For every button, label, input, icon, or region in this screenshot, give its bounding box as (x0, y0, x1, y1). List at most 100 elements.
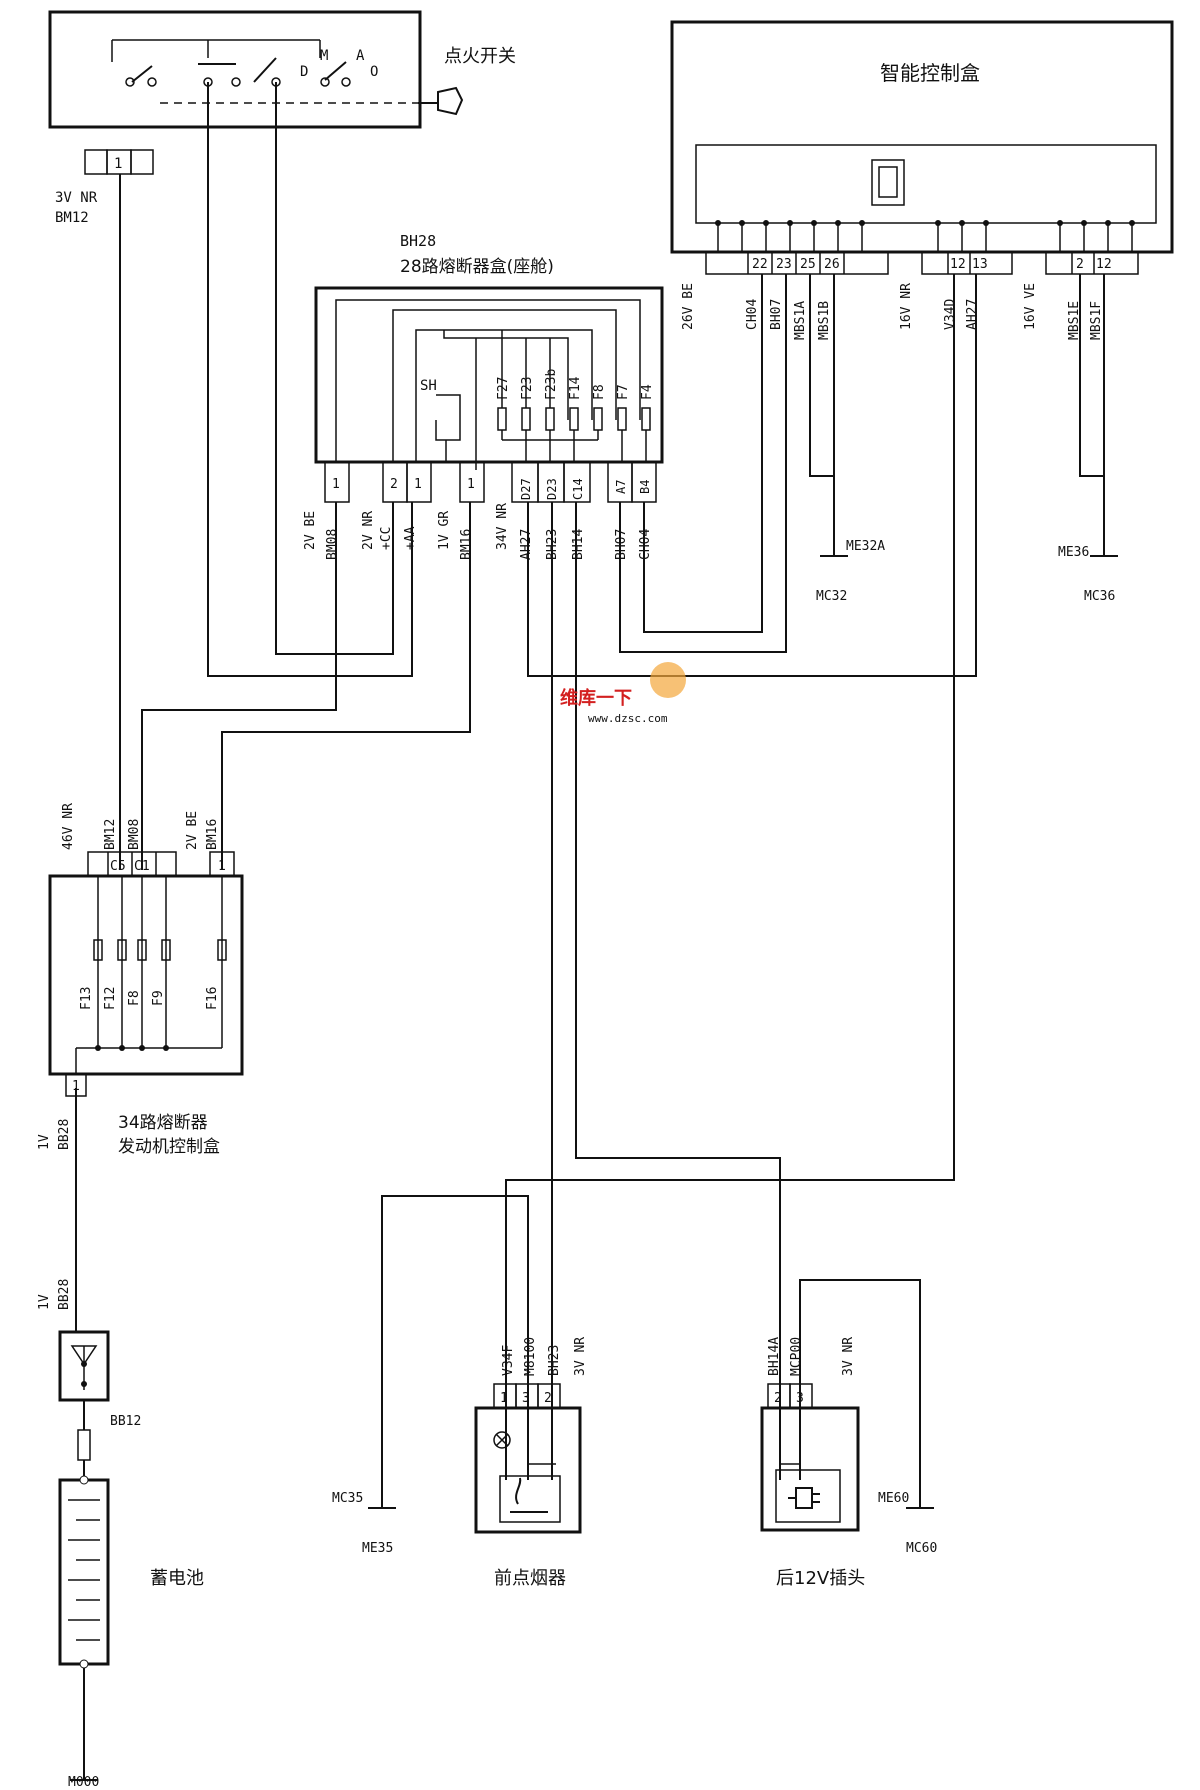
battery-fuse-label: BB12 (110, 1414, 141, 1429)
engine-fuse-f13: F13 (79, 987, 94, 1010)
socket-wire-bh14a: BH14A (767, 1337, 782, 1376)
bh28-wire-bm16: BM16 (459, 529, 474, 560)
grounds: ME32A MC32 ME36 MC36 MC35 ME35 ME60 MC60… (68, 539, 1118, 1790)
battery-label: 蓄电池 (150, 1568, 204, 1589)
smart-conn2-pin-2: 13 (972, 257, 988, 272)
bh28-pin-3: 1 (414, 477, 422, 492)
battery-wire-color: 1V (37, 1294, 52, 1310)
smart-conn1-pin-3: 25 (800, 257, 816, 272)
engine-fuse-f12: F12 (103, 987, 118, 1010)
ground-mc35-label: MC35 (332, 1491, 363, 1506)
bh28-color-2vnr: 2V NR (361, 511, 376, 550)
ground-m000-label: M000 (68, 1775, 99, 1790)
smart-control-box: 智能控制盒 22 23 25 26 12 13 2 12 26V BE CH04… (670, 20, 1174, 340)
bh28-fuse-label-f23: F23 (520, 377, 535, 400)
bh28-pin-c14: C14 (571, 478, 585, 500)
smart-conn1-pin-1: 22 (752, 257, 768, 272)
smart-conn1-pin-2: 23 (776, 257, 792, 272)
bh28-fuse-f7 (617, 407, 627, 462)
smart-conn1-pin-4: 26 (824, 257, 840, 272)
bh28-fuse-label-f7: F7 (616, 384, 631, 400)
bh28-id: BH28 (400, 232, 436, 250)
smart-box-title: 智能控制盒 (880, 61, 980, 85)
bh28-pin-a7: A7 (614, 480, 628, 494)
bh28-fuse-label-f27: F27 (496, 377, 511, 400)
bh28-pin-d23: D23 (545, 478, 559, 500)
bh28-pin-d27: D27 (519, 478, 533, 500)
engine-out-pin: 1 (72, 1079, 80, 1094)
ground-me35-label: ME35 (362, 1541, 393, 1556)
bh28-color-2vbe: 2V BE (303, 511, 318, 550)
ignition-label: 点火开关 (444, 46, 516, 67)
lighter-pin-1: 1 (500, 1391, 508, 1406)
lighter-cigarette-icon (510, 1477, 548, 1513)
bh28-wire-bm08: BM08 (325, 529, 340, 560)
smart-conn2-pin-1: 12 (950, 257, 966, 272)
bh28-wire-ch04: CH04 (638, 529, 653, 560)
ignition-pos-m: M (320, 48, 328, 64)
socket-plug-icon (788, 1487, 820, 1509)
engine-out-wire: BB28 (57, 1119, 72, 1150)
wires (75, 82, 1105, 1780)
bh28-color-34vnr: 34V NR (495, 503, 510, 550)
bh28-pin-4: 1 (467, 477, 475, 492)
bh28-pin-b4: B4 (638, 480, 652, 494)
socket-color: 3V NR (841, 1337, 856, 1376)
bh28-fuse-f27 (497, 330, 507, 440)
lighter-lamp-icon (493, 1431, 511, 1449)
socket-pin-3: 3 (796, 1391, 804, 1406)
ground-me35: MC35 ME35 (332, 1491, 396, 1556)
ground-mc60-label: MC60 (906, 1541, 937, 1556)
ground-me60-label: ME60 (878, 1491, 909, 1506)
bh28-sh-label: SH (420, 378, 437, 394)
engine-conn2-pin: 1 (218, 859, 226, 874)
engine-conn-wire-bm08: BM08 (127, 819, 142, 850)
bh28-wire-bh07: BH07 (614, 529, 629, 560)
ground-mc36: ME36 MC36 (1058, 545, 1118, 604)
ignition-pos-a: A (356, 48, 365, 64)
engine-out-color: 1V (37, 1134, 52, 1150)
engine-junction-dots (95, 1045, 169, 1051)
engine-fuse-box: 46V NR BM12 BM08 2V BE BM16 C5 C1 1 F13 … (37, 803, 244, 1157)
ground-m000: M000 (68, 1775, 99, 1790)
smart-wire-mbs1a: MBS1A (793, 301, 808, 340)
bh28-pin-2: 2 (390, 477, 398, 492)
front-cigar-lighter: V34F M8100 BH23 3V NR 1 3 2 前点烟器 (474, 1337, 588, 1589)
ground-mc32: ME32A MC32 (816, 539, 885, 604)
engine-conn2-color: 2V BE (185, 811, 200, 850)
socket-wire-mcp00: MCP00 (789, 1337, 804, 1376)
bh28-fuse-f8 (593, 407, 603, 440)
ground-me32a-label: ME32A (846, 539, 885, 554)
smart-wire-ah27: AH27 (965, 299, 980, 330)
bh28-fuse-label-f4: F4 (640, 384, 655, 400)
bh28-fuse-f23b (545, 338, 555, 462)
watermark-text: 维库一下 (560, 687, 632, 709)
engine-box-title1: 34路熔断器 (118, 1113, 208, 1133)
bh28-fuse-label-f23b: F23b (544, 369, 559, 400)
battery-wire-id: BB28 (57, 1279, 72, 1310)
rear-12v-socket: BH14A MCP00 3V NR 2 3 后12V插头 (760, 1337, 865, 1589)
ignition-wire-id: BM12 (55, 210, 89, 226)
smart-wire-v34d: V34D (943, 299, 958, 330)
ignition-wire-color: 3V NR (55, 190, 98, 206)
engine-conn-wire-bm12: BM12 (103, 819, 118, 850)
smart-wire-mbs1e: MBS1E (1067, 301, 1082, 340)
lighter-wire-m8100: M8100 (523, 1337, 538, 1376)
bh28-fuse-label-f8: F8 (592, 384, 607, 400)
ground-mc36-label: MC36 (1084, 589, 1115, 604)
smart-conn2-color: 16V NR (899, 283, 914, 330)
smart-conn3-color: 16V VE (1023, 283, 1038, 330)
ground-me36-label: ME36 (1058, 545, 1089, 560)
bh28-wire-ah27: AH27 (519, 529, 534, 560)
ignition-pos-o: O (370, 64, 378, 80)
smart-wire-mbs1b: MBS1B (817, 301, 832, 340)
ignition-switch: 点火开关 M A D O 1 3V NR BM12 (48, 10, 516, 226)
engine-conn-pin-c1: C1 (134, 859, 150, 874)
bh28-pin-1: 1 (332, 477, 340, 492)
bh28-fuse-label-f14: F14 (568, 376, 583, 400)
bh28-fuse-box: BH28 28路熔断器盒(座舱) SH F27 F23 F23b F14 F8 … (303, 232, 664, 560)
ignition-pin: 1 (114, 156, 122, 172)
smart-conn3-pin-2: 12 (1096, 257, 1112, 272)
engine-conn-pin-c5: C5 (110, 859, 126, 874)
engine-fuse-f9: F9 (151, 990, 166, 1006)
